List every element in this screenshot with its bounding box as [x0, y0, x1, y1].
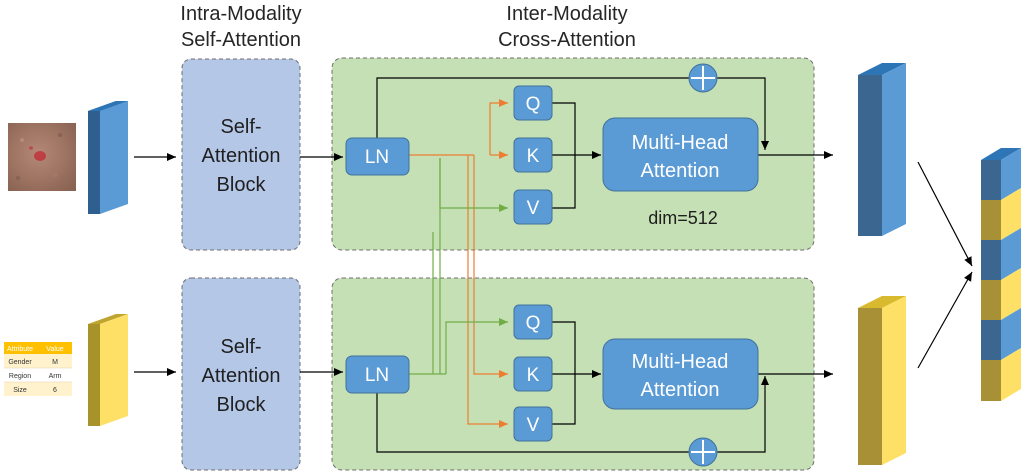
header-intra-line1: Intra-Modality	[180, 3, 301, 25]
ln-box-top: LN	[345, 137, 410, 176]
self-attention-line2: Attention	[202, 145, 281, 167]
table-cell-region-value: Arm	[49, 373, 62, 380]
k-box-bottom: K	[513, 356, 553, 392]
image-output-bar	[858, 63, 906, 236]
v-label: V	[527, 415, 540, 436]
fused-output-bar	[981, 148, 1021, 401]
v-box-bottom: V	[513, 406, 553, 442]
text-feature-bar	[88, 314, 128, 426]
mha-label-line1: Multi-Head	[632, 351, 729, 373]
self-attention-block-bottom: Self- Attention Block	[181, 277, 301, 471]
mha-label-line2: Attention	[641, 160, 720, 182]
text-output-bar	[858, 296, 906, 465]
q-label: Q	[526, 94, 541, 115]
header-intra-line2: Self-Attention	[181, 29, 301, 51]
header-inter-line1: Inter-Modality	[506, 3, 627, 25]
metadata-table: Attribute Value Gender M Region Arm Size…	[4, 342, 72, 396]
mha-box-bottom: Multi-Head Attention	[602, 338, 759, 410]
mha-box-top: Multi-Head Attention	[602, 117, 759, 192]
table-cell-gender: Gender	[8, 359, 32, 366]
self-attention-line2: Attention	[202, 365, 281, 387]
header-inter-line2: Cross-Attention	[498, 29, 636, 51]
mha-label-line1: Multi-Head	[632, 132, 729, 154]
mha-label-line2: Attention	[641, 379, 720, 401]
v-label: V	[527, 198, 540, 219]
self-attention-line3: Block	[217, 394, 267, 416]
ln-box-bottom: LN	[345, 355, 410, 394]
dim-label: dim=512	[648, 208, 718, 228]
k-label: K	[527, 146, 540, 167]
q-label: Q	[526, 313, 541, 334]
table-cell-region: Region	[9, 373, 31, 380]
table-cell-size: Size	[13, 387, 27, 394]
table-cell-gender-value: M	[52, 359, 58, 366]
k-label: K	[527, 365, 540, 386]
self-attention-line3: Block	[217, 174, 267, 196]
cross-attention-panel-top	[331, 57, 815, 251]
self-attention-block-top: Self- Attention Block	[181, 58, 301, 251]
skin-lesion-image	[8, 123, 76, 191]
q-box-top: Q	[513, 85, 553, 121]
ln-label: LN	[365, 147, 389, 168]
table-cell-size-value: 6	[53, 387, 57, 394]
k-box-top: K	[513, 137, 553, 173]
image-feature-bar	[88, 101, 128, 214]
ln-label: LN	[365, 365, 389, 386]
self-attention-line1: Self-	[220, 336, 261, 358]
q-box-bottom: Q	[513, 304, 553, 340]
v-box-top: V	[513, 189, 553, 225]
add-icon-bottom	[688, 437, 718, 467]
self-attention-line1: Self-	[220, 116, 261, 138]
table-header-attribute: Attribute	[7, 346, 33, 353]
table-header-value: Value	[46, 346, 63, 353]
add-icon-top	[688, 63, 718, 93]
